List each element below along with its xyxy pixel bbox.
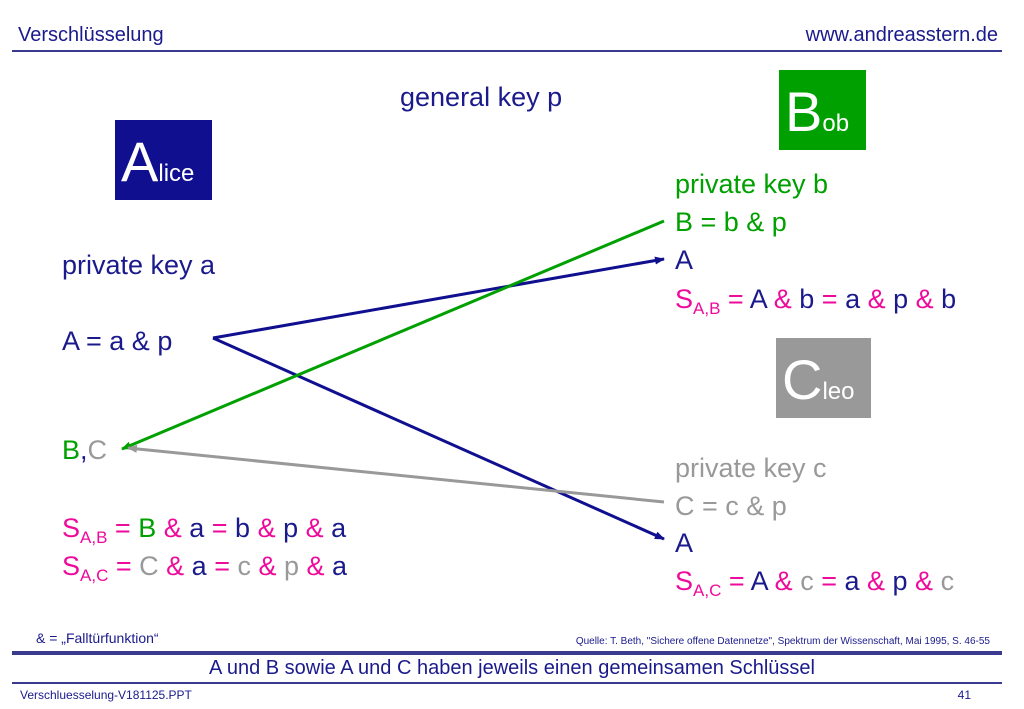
arrow-alice-to-cleo [212,336,665,541]
alice-name-rest: lice [158,160,195,187]
bob-public-key: B = b & p [675,207,787,237]
source-citation: Quelle: T. Beth, "Sichere offene Datenne… [575,636,990,647]
alice-received-comma: , [80,435,88,465]
header-title: Verschlüsselung [18,24,164,46]
bob-name-initial: B [785,80,823,143]
header-site: www.andreasstern.de [805,24,998,46]
arrow-bob-to-alice [121,219,665,451]
bob-name-rest: ob [822,110,850,137]
cleo-name-initial: C [782,348,823,411]
cleo-shared-key-ac: SA,C = A & c = a & p & c [675,566,955,600]
arrow-cleo-to-alice [127,444,665,504]
alice-public-key: A = a & p [62,326,173,356]
header-rule [12,50,1002,52]
footer-rule-bottom [12,682,1002,684]
bob-received-key: A [675,245,694,275]
bob-shared-key-ab: SA,B = A & b = a & p & b [675,284,957,318]
bob-box: Bob [779,70,866,150]
alice-private-key: private key a [62,250,216,280]
general-key-label: general key p [400,82,563,112]
slide-caption: A und B sowie A und C haben jeweils eine… [209,657,815,679]
alice-name-initial: A [121,130,159,193]
trapdoor-note: & = „Falltürfunktion“ [36,630,159,646]
alice-received-keys: B,C [62,434,107,466]
alice-box: Alice [115,120,212,200]
footer-rule-top [12,651,1002,655]
alice-shared-key-ab: SA,B = B & a = b & p & a [62,513,347,547]
bob-private-key: private key b [675,169,829,199]
footer-filename: Verschluesselung-V181125.PPT [20,688,192,702]
cleo-received-key: A [675,528,694,558]
alice-received-c: C [87,435,108,465]
cleo-name-rest: leo [822,378,855,405]
cleo-public-key: C = c & p [675,491,787,521]
cleo-box: Cleo [776,338,871,418]
alice-received-b: B [62,435,81,465]
footer-page-number: 41 [957,688,971,702]
alice-shared-key-ac: SA,C = C & a = c & p & a [62,551,348,585]
arrow-alice-to-bob [212,256,665,340]
cleo-private-key: private key c [675,453,827,483]
